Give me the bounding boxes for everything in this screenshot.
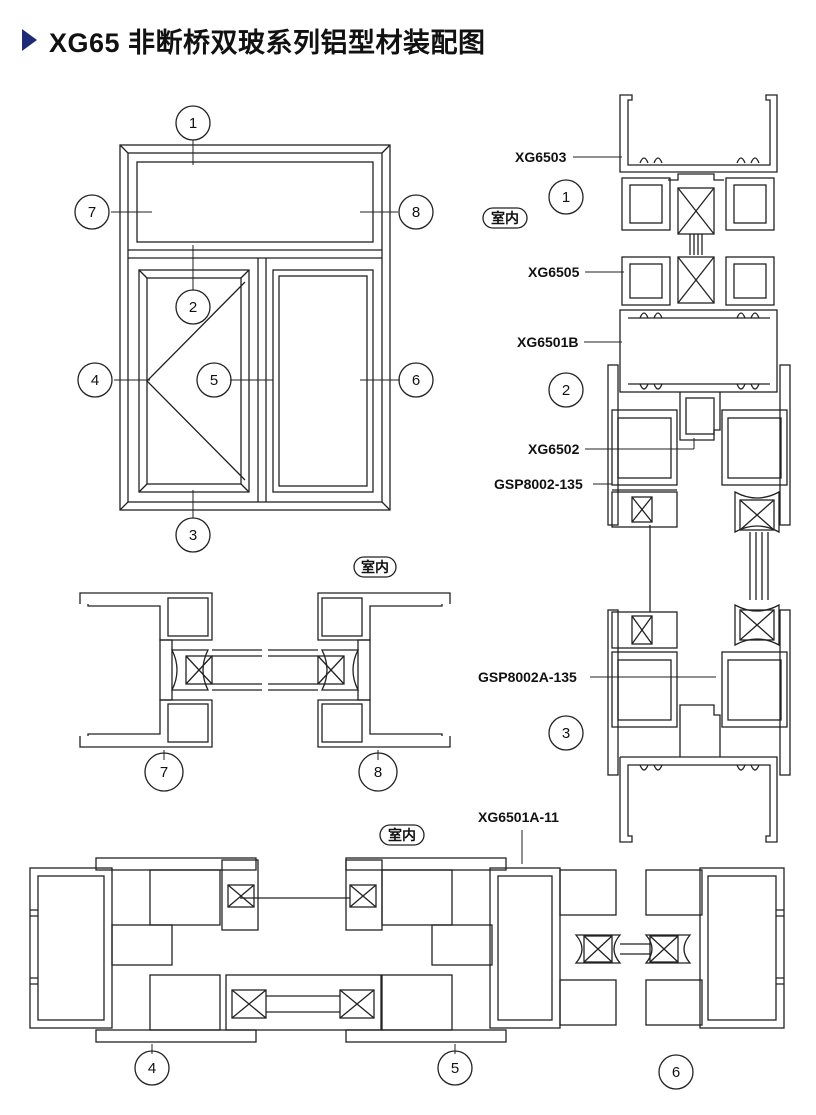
marker-3-elev: 3 xyxy=(189,527,197,544)
callout-xg6503: XG6503 xyxy=(515,149,567,165)
page-title: XG65 非断桥双玻系列铝型材装配图 xyxy=(49,27,486,58)
callout-xg6501b: XG6501B xyxy=(517,334,578,350)
marker-numbers: 1 7 8 2 4 5 6 3 1 2 3 7 8 4 5 6 xyxy=(88,115,680,1081)
section-7-8 xyxy=(79,592,451,748)
indoor-label-2: 室内 xyxy=(361,559,389,575)
marker-8-elev: 8 xyxy=(412,204,420,221)
marker-1-elev: 1 xyxy=(189,115,197,132)
marker-5-elev: 5 xyxy=(210,372,218,389)
callout-gsp8002: GSP8002-135 xyxy=(494,476,583,492)
marker-1-section: 1 xyxy=(562,189,570,206)
callout-xg6505: XG6505 xyxy=(528,264,580,280)
window-elevation xyxy=(119,144,391,511)
callout-xg6501a: XG6501A-11 xyxy=(478,809,559,825)
marker-7-section: 7 xyxy=(160,764,168,781)
indoor-labels: 室内 室内 室内 xyxy=(361,210,519,843)
marker-7-elev: 7 xyxy=(88,204,96,221)
marker-6-elev: 6 xyxy=(412,372,420,389)
callout-labels: XG6503 XG6505 XG6501B XG6502 GSP8002-135… xyxy=(478,149,583,825)
section-4-5-6 xyxy=(29,857,785,1043)
callout-gsp8002a: GSP8002A-135 xyxy=(478,669,577,685)
marker-4-section: 4 xyxy=(148,1060,156,1077)
marker-8-section: 8 xyxy=(374,764,382,781)
title-arrow-icon xyxy=(22,29,37,51)
marker-3-section: 3 xyxy=(562,725,570,742)
marker-6-section: 6 xyxy=(672,1064,680,1081)
marker-circles xyxy=(74,105,694,1090)
callout-xg6502: XG6502 xyxy=(528,441,580,457)
indoor-label-1: 室内 xyxy=(491,210,519,226)
indoor-label-3: 室内 xyxy=(388,827,416,843)
marker-5-section: 5 xyxy=(451,1060,459,1077)
vertical-section xyxy=(607,94,791,843)
marker-4-elev: 4 xyxy=(91,372,99,389)
title-row: XG65 非断桥双玻系列铝型材装配图 xyxy=(22,20,486,60)
marker-2-section: 2 xyxy=(562,382,570,399)
marker-2-elev: 2 xyxy=(189,299,197,316)
